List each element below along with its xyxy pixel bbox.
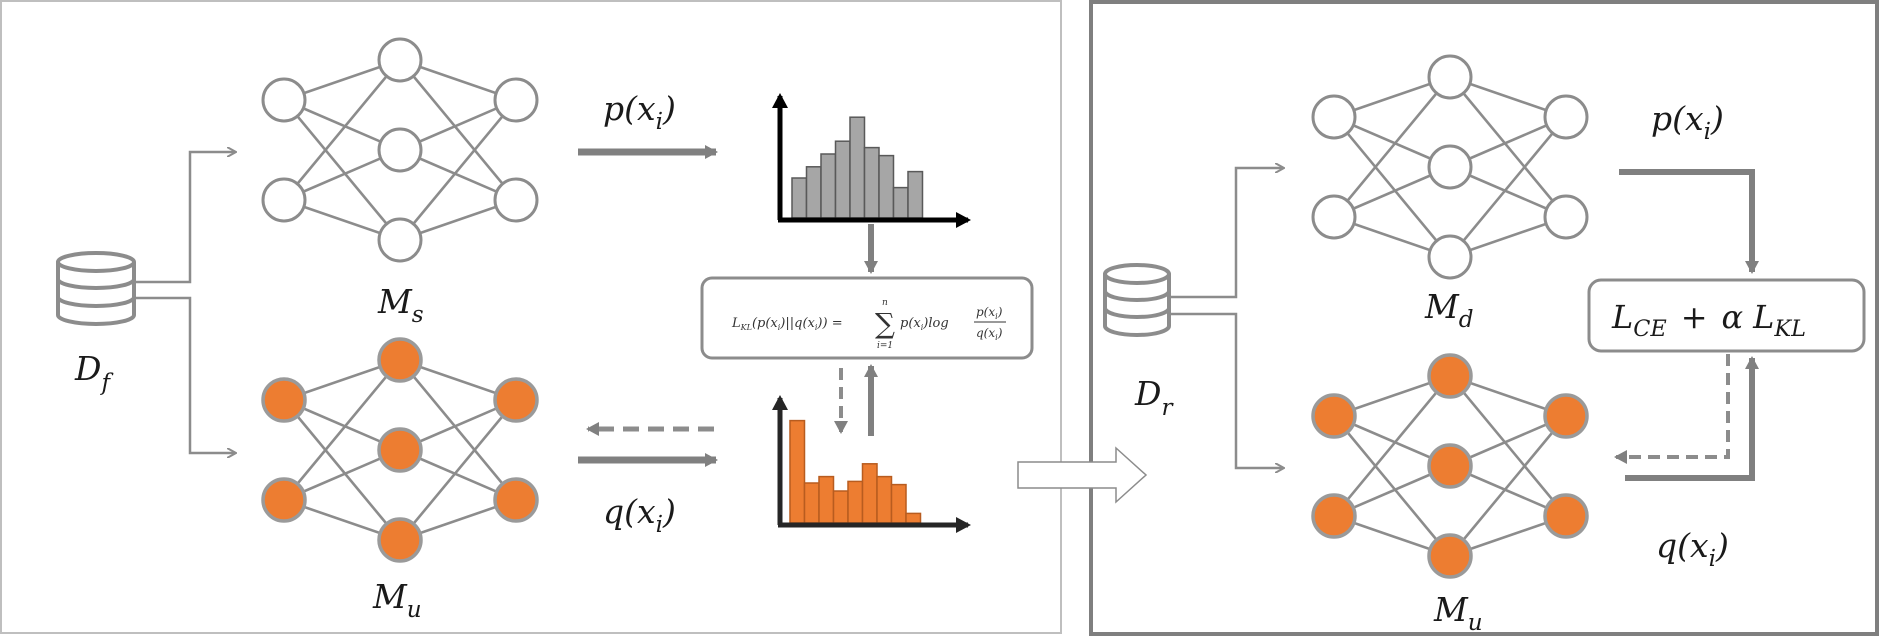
network-node [1427,54,1473,100]
histogram-bar [832,490,849,524]
histogram-bar [803,482,820,524]
left-panel-border [0,0,1062,634]
network-edge [282,399,402,541]
network-edge [1448,76,1568,218]
network-node [1311,393,1357,439]
histogram-bar [878,154,895,219]
p-label-left: p(xi) [603,89,676,135]
network-node [1311,493,1357,539]
network-edge [1332,76,1452,218]
histogram-bar [834,140,851,219]
histogram-bar [789,419,806,524]
histogram-bar [907,170,924,219]
network-edge [1448,116,1568,258]
dr-branch-arrows [1171,168,1283,468]
network-edge [398,399,518,541]
df-branch-arrows [136,152,235,453]
network-node [1427,443,1473,489]
histogram-bar [847,480,864,524]
network-node [1543,493,1589,539]
network-node [493,77,539,123]
histogram-bar [892,186,909,219]
network-node [1311,194,1357,240]
network-node [261,77,307,123]
histogram-bar [820,153,837,219]
network-edge [1332,116,1452,258]
network-edge [398,99,518,241]
network-node [377,517,423,563]
network-node [1543,194,1589,240]
network-edge [398,59,518,201]
p-label-right: p(xi) [1651,99,1724,145]
histogram-bar [876,475,893,524]
network-node [1543,393,1589,439]
dataset-dr-icon [1103,263,1171,337]
network-node [493,477,539,523]
network-node [1427,144,1473,190]
network-edge [282,359,402,501]
network-node [1427,533,1473,579]
histogram-bar [861,463,878,524]
network-node [377,217,423,263]
kl-formula-lhs: LKL(p(xi)||q(xi)) = [731,316,843,332]
network-edge [1448,415,1568,557]
network-node [261,377,307,423]
network-node [261,177,307,223]
network-node [1427,234,1473,280]
network-edge [1332,415,1452,557]
unlearn-model-label-left: Mu [372,577,422,623]
histogram-bar [890,483,907,524]
network-node [1543,94,1589,140]
histogram-bar [791,177,808,219]
dataset-dr-label: Dr [1134,374,1174,421]
kl-sum-symbol: ∑ [875,307,895,340]
network-node [377,37,423,83]
histogram-bar [818,475,835,524]
unlearn-model-network-left [261,337,539,563]
p-to-loss-arrow [1619,169,1759,274]
source-model-label: Ms [377,282,424,328]
unlearn-model-label-right: Mu [1433,590,1483,636]
unlearn-model-network-right [1311,353,1589,579]
p-histogram [772,93,971,228]
right-panel-border [1089,0,1879,636]
network-node [1427,353,1473,399]
source-model-network [261,37,539,263]
network-edge [282,59,402,201]
transition-arrow [1017,446,1148,504]
kl-fraction-denominator: q(xi) [976,326,1003,342]
network-node [377,427,423,473]
network-node [377,337,423,383]
kl-fraction-numerator: p(xi) [976,305,1003,321]
histogram-bar [805,166,822,219]
kl-sum-lower: i=1 [877,341,893,351]
kl-formula-term: p(xi)log [900,316,949,332]
network-edge [1332,375,1452,517]
network-edge [398,359,518,501]
network-node [493,377,539,423]
q-label-right: q(xi) [1656,526,1729,572]
network-node [493,177,539,223]
network-node [377,127,423,173]
kl-divergence-box: LKL(p(xi)||q(xi)) = ∑ n i=1 p(xi)log p(x… [700,276,1034,360]
histogram-bar [849,116,866,219]
q-to-loss-arrow [1625,356,1759,481]
network-edge [282,99,402,241]
q-label-left: q(xi) [603,492,676,538]
distill-model-network [1311,54,1589,280]
histogram-bar [905,512,922,524]
kl-sum-upper: n [882,298,888,308]
q-histogram [772,395,971,533]
network-node [1311,94,1357,140]
network-edge [1448,375,1568,517]
distill-model-label: Md [1424,287,1474,333]
network-node [261,477,307,523]
dataset-df-icon [56,251,136,326]
dataset-df-label: Df [74,349,113,396]
histogram-bar [863,146,880,219]
loss-to-q-dashed-arrow [1614,354,1730,464]
